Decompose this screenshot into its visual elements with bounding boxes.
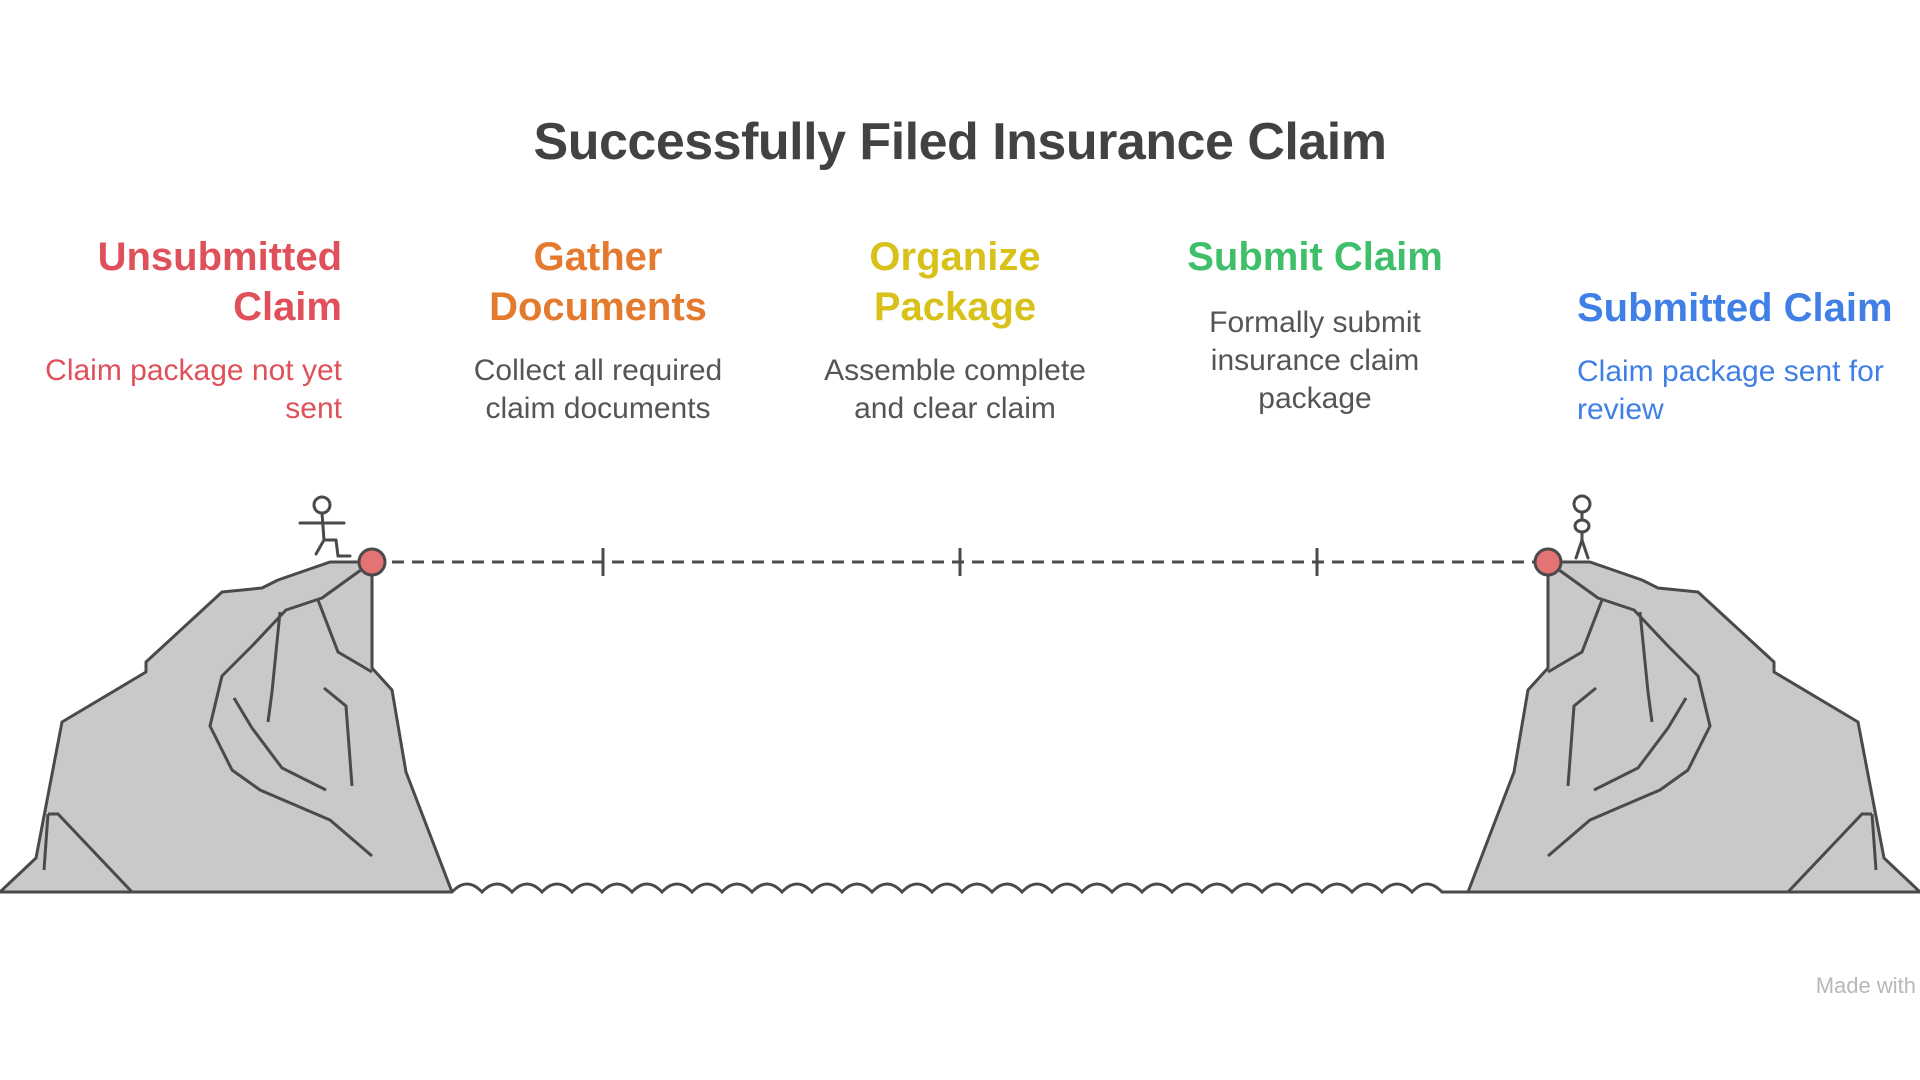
watermark-text: Made with (1815, 973, 1916, 998)
left-cliff-crack (48, 812, 134, 894)
left-cliff-crack (323, 686, 354, 787)
left-cliff-crack (42, 813, 50, 871)
left-cliff-crack (208, 560, 373, 858)
person-standing-icon (1572, 494, 1592, 560)
right-cliff-crack (1638, 611, 1654, 723)
stage-heading: Organize Package (869, 235, 1041, 329)
stage-description: Formally submit insurance claim package (1209, 306, 1421, 415)
stage-description: Claim package not yet sent (45, 354, 342, 425)
stage-unsubmitted-claim: Unsubmitted Claim Claim package not yet … (22, 232, 342, 428)
left-cliff-crack (316, 599, 373, 674)
stage-heading: Gather Documents (489, 235, 707, 329)
stage-submitted-claim: Submitted Claim Claim package sent for r… (1577, 283, 1917, 429)
stage-heading: Submit Claim (1187, 235, 1443, 279)
right-cliff-crack (1593, 697, 1688, 792)
diagram-title: Successfully Filed Insurance Claim (533, 113, 1387, 171)
left-cliff-crack (232, 697, 327, 792)
person-walking-icon (298, 495, 352, 558)
left-cliff-crack (266, 611, 282, 723)
end-marker (1533, 547, 1563, 577)
water-waves (450, 882, 1468, 895)
right-cliff-crack (1870, 813, 1878, 871)
right-cliff-crack (1547, 560, 1712, 858)
stage-description: Collect all required claim documents (473, 354, 723, 425)
stage-organize-package: Organize Package Assemble complete and c… (805, 232, 1105, 428)
stage-heading: Submitted Claim (1577, 286, 1893, 330)
start-marker (357, 547, 387, 577)
right-cliff-crack (1786, 812, 1872, 894)
left-cliff (0, 560, 454, 894)
stage-gather-documents: Gather Documents Collect all required cl… (448, 232, 748, 428)
right-cliff-crack (1566, 686, 1597, 787)
stage-description: Claim package sent for review (1577, 355, 1884, 426)
stage-heading: Unsubmitted Claim (97, 235, 342, 329)
right-cliff (1466, 560, 1920, 894)
right-cliff-crack (1547, 599, 1604, 674)
left-cliff-body (0, 560, 454, 894)
stage-description: Assemble complete and clear claim (824, 354, 1086, 425)
right-cliff-body (1466, 560, 1920, 894)
stage-submit-claim: Submit Claim Formally submit insurance c… (1160, 232, 1470, 418)
